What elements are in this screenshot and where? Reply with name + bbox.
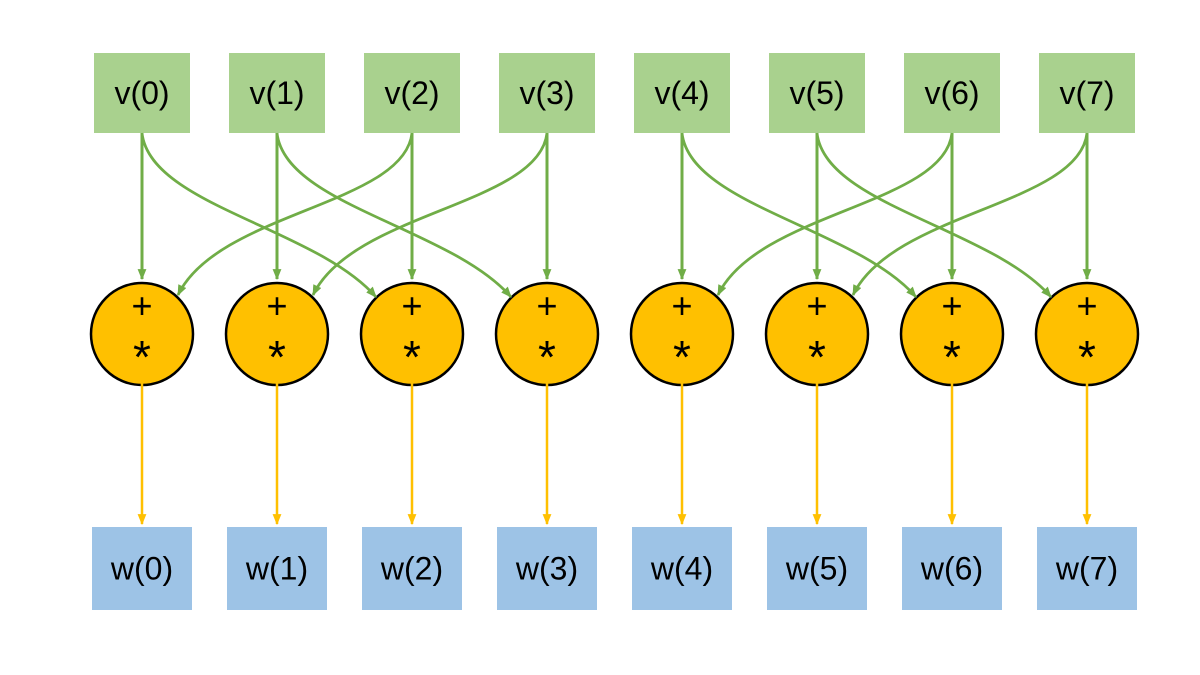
operator-node-5: +* [764, 281, 870, 387]
input-box [769, 53, 865, 133]
output-node-5: w(5) [767, 527, 867, 610]
plus-symbol: + [536, 285, 557, 326]
output-node-6: w(6) [902, 527, 1002, 610]
input-box [499, 53, 595, 133]
multiply-symbol: * [268, 331, 286, 383]
multiply-symbol: * [943, 331, 961, 383]
operator-node-7: +* [1034, 281, 1140, 387]
input-edge-v4-to-op6-curved [680, 132, 918, 298]
input-edge-v0-to-op2-curved [140, 132, 378, 298]
input-label: v(3) [519, 75, 574, 111]
input-node-6: v(6) [904, 53, 1000, 133]
plus-symbol: + [131, 285, 152, 326]
output-node-3: w(3) [497, 527, 597, 610]
input-box [229, 53, 325, 133]
output-label: w(7) [1055, 551, 1118, 587]
plus-symbol: + [266, 285, 287, 326]
output-box [767, 527, 867, 610]
output-label: w(6) [920, 551, 983, 587]
multiply-symbol: * [808, 331, 826, 383]
input-node-5: v(5) [769, 53, 865, 133]
output-label: w(1) [245, 551, 308, 587]
operator-node-4: +* [629, 281, 735, 387]
output-label: w(0) [110, 551, 173, 587]
plus-symbol: + [941, 285, 962, 326]
input-edge-v1-to-op3-curved [275, 132, 513, 298]
output-box [632, 527, 732, 610]
output-box [362, 527, 462, 610]
input-label: v(1) [249, 75, 304, 111]
input-edge-v2-to-op0-curved [176, 132, 414, 296]
input-box [634, 53, 730, 133]
input-label: v(0) [114, 75, 169, 111]
output-box [1037, 527, 1137, 610]
input-box [1039, 53, 1135, 133]
input-edge-v7-to-op5-curved [851, 132, 1089, 296]
output-box [92, 527, 192, 610]
multiply-symbol: * [133, 331, 151, 383]
input-box [904, 53, 1000, 133]
input-edge-v3-to-op1-curved [311, 132, 549, 296]
plus-symbol: + [401, 285, 422, 326]
plus-symbol: + [671, 285, 692, 326]
output-box [902, 527, 1002, 610]
output-node-7: w(7) [1037, 527, 1137, 610]
plus-symbol: + [806, 285, 827, 326]
multiply-symbol: * [673, 331, 691, 383]
input-node-4: v(4) [634, 53, 730, 133]
output-box [227, 527, 327, 610]
multiply-symbol: * [403, 331, 421, 383]
operator-node-3: +* [494, 281, 600, 387]
multiply-symbol: * [1078, 331, 1096, 383]
input-node-7: v(7) [1039, 53, 1135, 133]
output-label: w(4) [650, 551, 713, 587]
input-label: v(5) [789, 75, 844, 111]
input-box [94, 53, 190, 133]
input-box [364, 53, 460, 133]
output-node-1: w(1) [227, 527, 327, 610]
operator-node-2: +* [359, 281, 465, 387]
output-label: w(5) [785, 551, 848, 587]
input-label: v(6) [924, 75, 979, 111]
output-label: w(2) [380, 551, 443, 587]
input-node-2: v(2) [364, 53, 460, 133]
operator-node-6: +* [899, 281, 1005, 387]
input-node-3: v(3) [499, 53, 595, 133]
output-node-0: w(0) [92, 527, 192, 610]
input-edge-v6-to-op4-curved [716, 132, 954, 296]
input-label: v(2) [384, 75, 439, 111]
output-node-4: w(4) [632, 527, 732, 610]
operator-node-1: +* [224, 281, 330, 387]
input-label: v(4) [654, 75, 709, 111]
output-box [497, 527, 597, 610]
input-edge-v5-to-op7-curved [815, 132, 1053, 298]
operator-node-0: +* [89, 281, 195, 387]
output-label: w(3) [515, 551, 578, 587]
input-node-1: v(1) [229, 53, 325, 133]
output-node-2: w(2) [362, 527, 462, 610]
plus-symbol: + [1076, 285, 1097, 326]
input-node-0: v(0) [94, 53, 190, 133]
multiply-symbol: * [538, 331, 556, 383]
input-label: v(7) [1059, 75, 1114, 111]
